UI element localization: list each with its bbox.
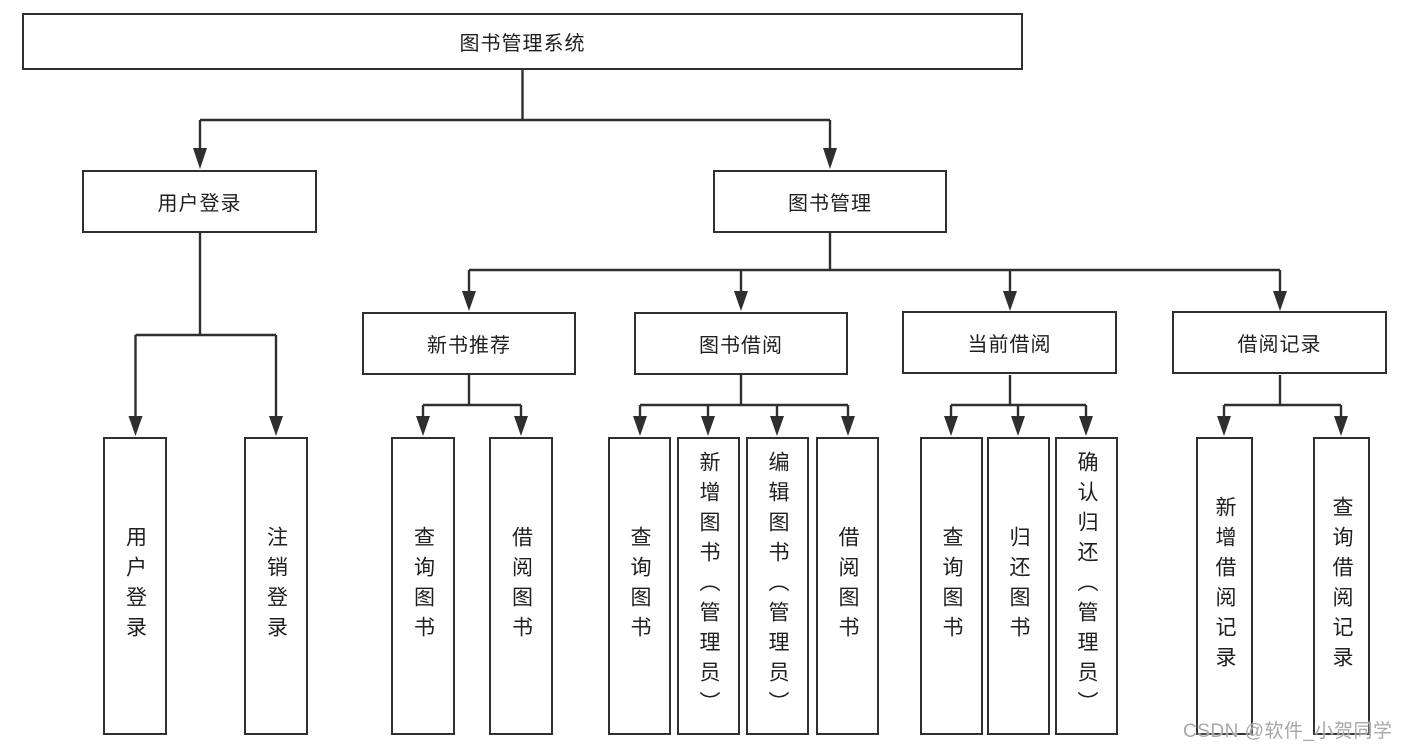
- node-book-management: 图书管理: [713, 170, 947, 233]
- arrow-down-icon: [462, 291, 476, 311]
- leaf-current-query-book-label: 查询图书: [940, 526, 963, 646]
- arrowheads: [128, 148, 1348, 436]
- arrow-down-icon: [193, 148, 207, 169]
- leaf-borrow-query-book-label: 查询图书: [628, 526, 651, 646]
- leaf-current-query-book: 查询图书: [920, 437, 983, 735]
- leaf-add-borrow-record: 新增借阅记录: [1196, 437, 1253, 735]
- node-borrow-records-label: 借阅记录: [1237, 334, 1322, 356]
- arrow-down-icon: [701, 416, 715, 436]
- arrow-down-icon: [269, 416, 283, 436]
- node-current-borrow-label: 当前借阅: [967, 334, 1052, 356]
- arrow-down-icon: [734, 291, 748, 311]
- leaf-add-book-admin: 新增图书（管理员）: [677, 437, 740, 735]
- node-new-book-recommend-label: 新书推荐: [427, 335, 511, 357]
- leaf-return-book: 归还图书: [987, 437, 1050, 735]
- arrow-down-icon: [1273, 291, 1287, 311]
- leaf-query-borrow-record: 查询借阅记录: [1313, 437, 1370, 735]
- node-borrow-records: 借阅记录: [1172, 311, 1387, 374]
- node-root-label: 图书管理系统: [459, 33, 586, 55]
- arrow-down-icon: [944, 416, 958, 436]
- leaf-recommend-query-book: 查询图书: [391, 437, 455, 735]
- node-user-login: 用户登录: [82, 170, 317, 233]
- leaf-logout: 注销登录: [244, 437, 308, 735]
- leaf-return-book-label: 归还图书: [1007, 526, 1030, 646]
- node-book-borrow-label: 图书借阅: [699, 335, 783, 357]
- leaf-user-login-label: 用户登录: [123, 526, 147, 646]
- leaf-add-borrow-record-label: 新增借阅记录: [1213, 496, 1236, 676]
- arrow-down-icon: [633, 416, 647, 436]
- csdn-watermark: CSDN @软件_小贺同学: [1183, 721, 1393, 742]
- arrow-down-icon: [1079, 416, 1093, 436]
- arrow-down-icon: [514, 416, 528, 436]
- leaf-edit-book-admin: 编辑图书（管理员）: [746, 437, 809, 735]
- leaf-recommend-borrow-book-label: 借阅图书: [509, 526, 533, 646]
- leaf-query-borrow-record-label: 查询借阅记录: [1330, 496, 1353, 676]
- leaf-recommend-query-book-label: 查询图书: [411, 526, 435, 646]
- node-user-login-label: 用户登录: [157, 193, 242, 215]
- leaf-user-login: 用户登录: [103, 437, 167, 735]
- node-book-management-label: 图书管理: [788, 193, 872, 215]
- arrow-down-icon: [1334, 416, 1348, 436]
- arrow-down-icon: [1217, 416, 1231, 436]
- arrow-down-icon: [823, 148, 837, 169]
- arrow-down-icon: [841, 416, 855, 436]
- leaf-recommend-borrow-book: 借阅图书: [489, 437, 553, 735]
- arrow-down-icon: [770, 416, 784, 436]
- node-current-borrow: 当前借阅: [902, 311, 1117, 374]
- leaf-add-book-admin-label: 新增图书（管理员）: [697, 451, 720, 721]
- node-root: 图书管理系统: [22, 13, 1023, 70]
- arrow-down-icon: [128, 416, 143, 436]
- arrow-down-icon: [1003, 291, 1017, 311]
- leaf-logout-label: 注销登录: [264, 526, 288, 646]
- leaf-borrow-book-label: 借阅图书: [836, 526, 859, 646]
- node-new-book-recommend: 新书推荐: [362, 312, 576, 375]
- leaf-edit-book-admin-label: 编辑图书（管理员）: [766, 451, 789, 721]
- leaf-confirm-return-admin-label: 确认归还（管理员）: [1075, 451, 1098, 721]
- arrow-down-icon: [1011, 416, 1025, 436]
- leaf-borrow-query-book: 查询图书: [608, 437, 671, 735]
- arrow-down-icon: [416, 416, 430, 436]
- leaf-confirm-return-admin: 确认归还（管理员）: [1055, 437, 1118, 735]
- leaf-borrow-book: 借阅图书: [816, 437, 879, 735]
- node-book-borrow: 图书借阅: [634, 312, 848, 375]
